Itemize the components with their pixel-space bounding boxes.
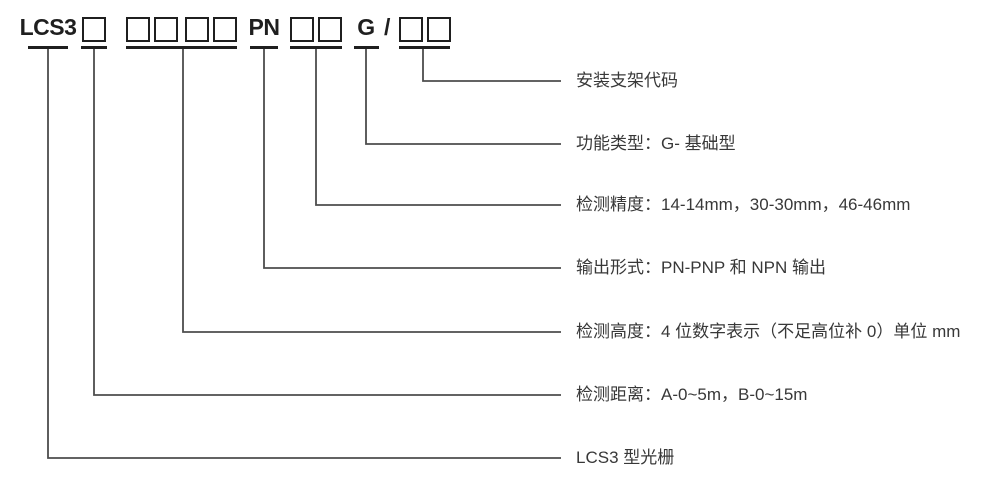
height-digit-box-4 — [213, 17, 237, 42]
underline-output — [250, 46, 278, 49]
bracket-code-box-1 — [399, 17, 423, 42]
bracket-code-box-2 — [427, 17, 451, 42]
code-function-text: G — [357, 14, 375, 40]
underline-bracket — [399, 46, 450, 49]
precision-code-box-2 — [318, 17, 342, 42]
underline-distance — [81, 46, 107, 49]
height-digit-box-1 — [126, 17, 150, 42]
code-output-text: PN — [248, 14, 280, 40]
underline-height — [126, 46, 237, 49]
connector-output — [263, 47, 561, 269]
label-height: 检测高度：4 位数字表示（不足高位补 0）单位 mm — [576, 322, 961, 341]
connector-distance — [93, 47, 561, 396]
underline-prefix — [28, 46, 68, 49]
underline-function — [354, 46, 379, 49]
connector-height — [182, 47, 561, 333]
code-separator-text: / — [384, 14, 390, 40]
label-bracket: 安装支架代码 — [576, 71, 678, 90]
code-prefix-text: LCS3 — [19, 14, 77, 40]
distance-code-box — [82, 17, 106, 42]
underline-precision — [290, 46, 342, 49]
height-digit-box-3 — [185, 17, 209, 42]
connector-model — [47, 47, 561, 459]
label-distance: 检测距离：A-0~5m，B-0~15m — [576, 385, 808, 404]
connector-bracket — [422, 47, 561, 82]
label-function: 功能类型：G- 基础型 — [576, 134, 736, 153]
precision-code-box-1 — [290, 17, 314, 42]
label-output: 输出形式：PN-PNP 和 NPN 输出 — [576, 258, 826, 277]
height-digit-box-2 — [154, 17, 178, 42]
label-model: LCS3 型光栅 — [576, 448, 675, 467]
connector-precision — [315, 47, 561, 206]
connector-function — [365, 47, 561, 145]
label-precision: 检测精度：14-14mm，30-30mm，46-46mm — [576, 195, 911, 214]
